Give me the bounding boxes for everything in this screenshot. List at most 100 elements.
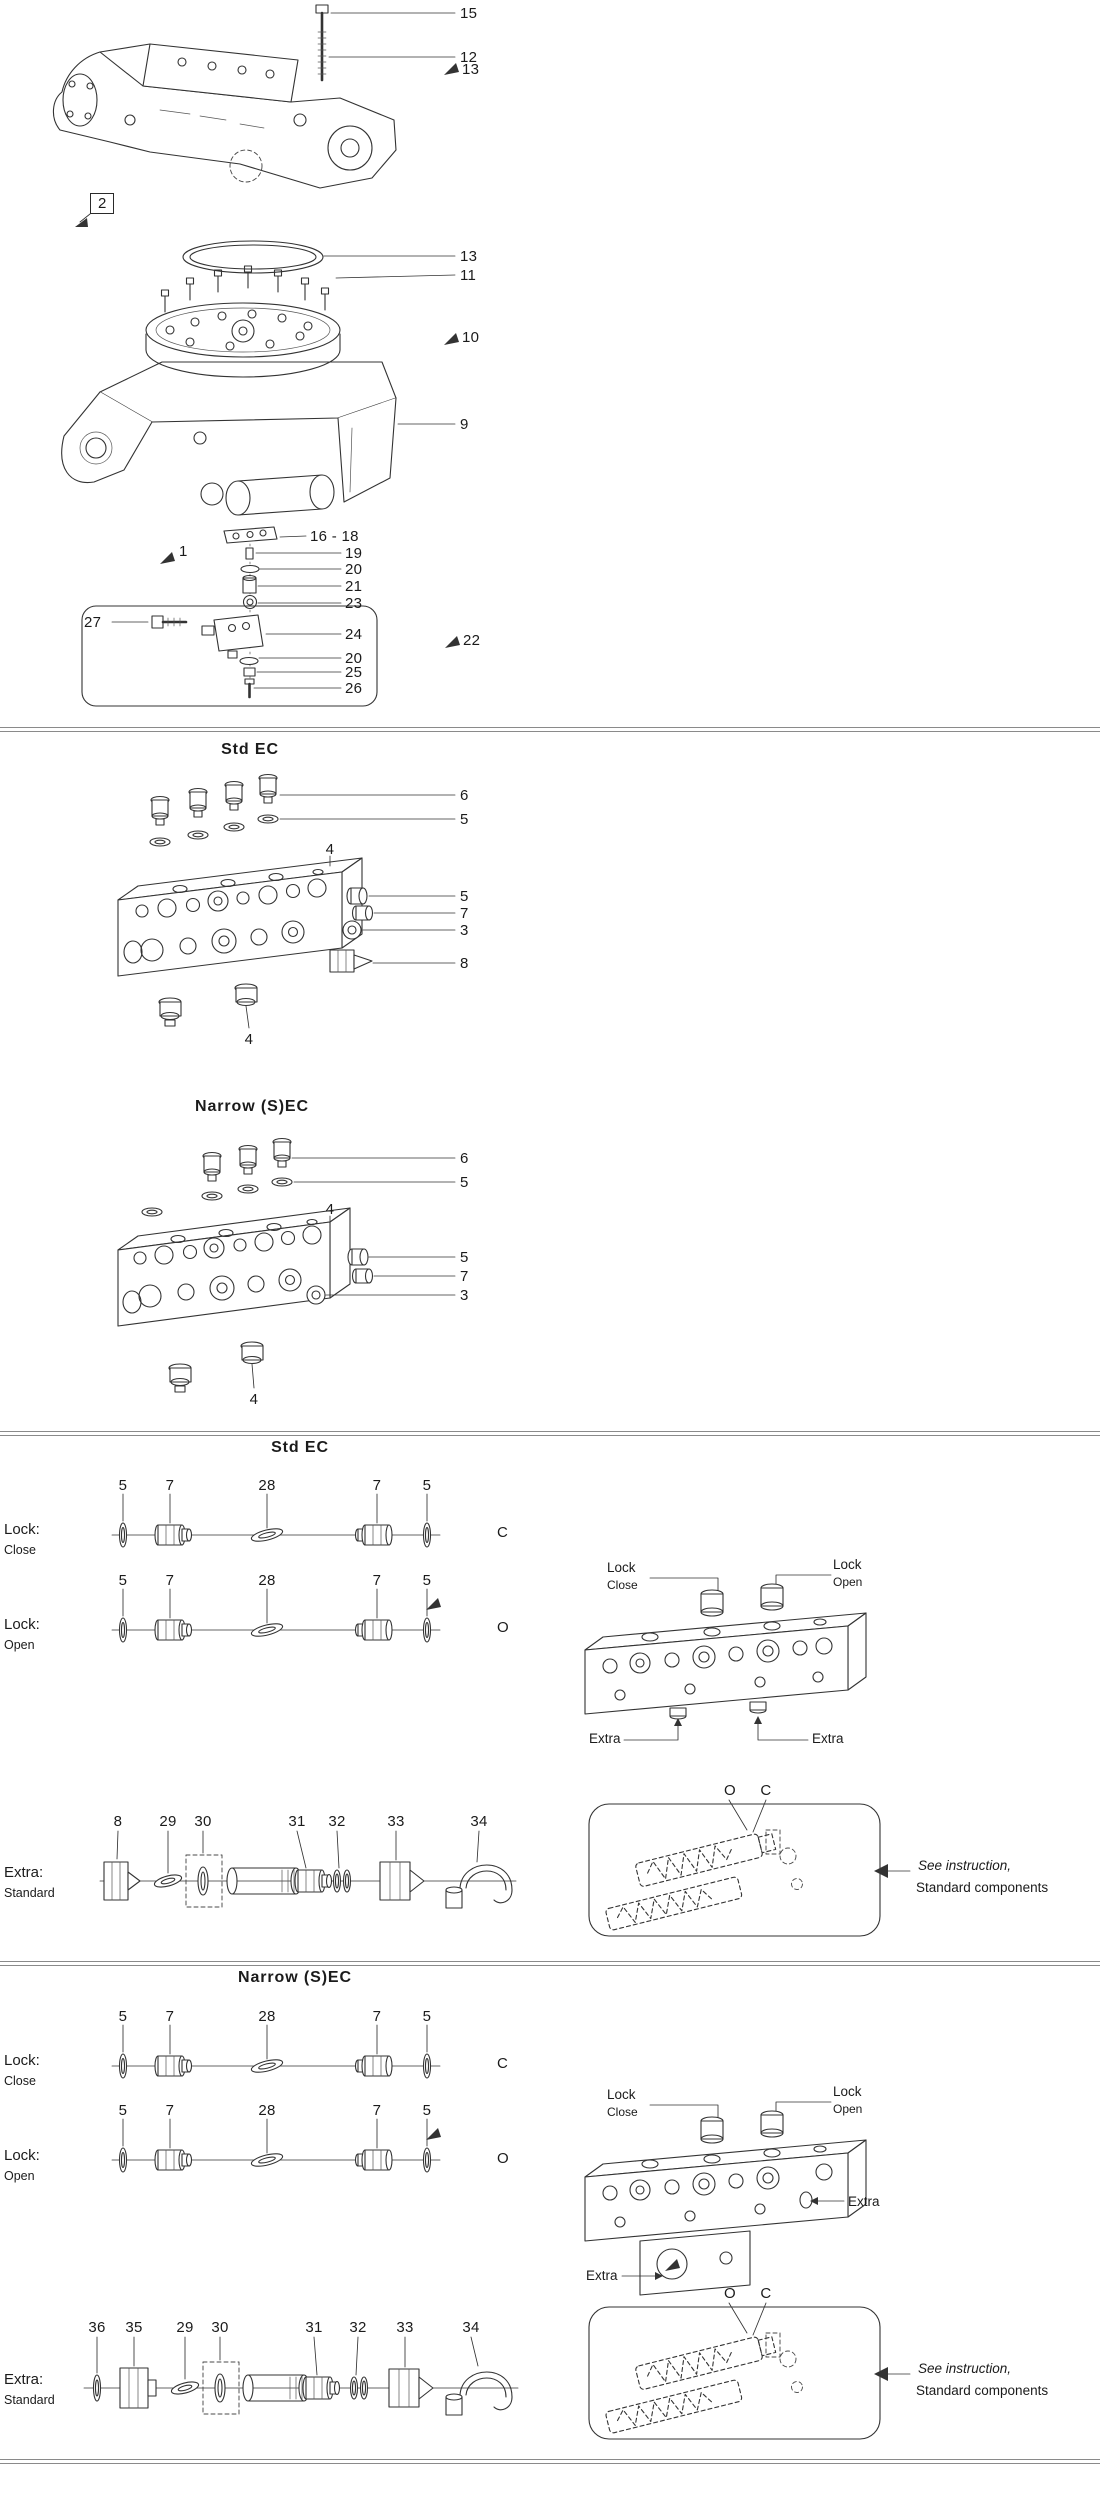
callout-7: 7 (165, 2008, 175, 2025)
side-plugs (306, 1248, 374, 1305)
callout-5: 5 (460, 1174, 469, 1191)
callout-28: 28 (258, 2102, 276, 2119)
lock-close-label: Lock: (4, 2052, 40, 2069)
callout-2-boxed: 2 (90, 193, 115, 214)
extra-sublabel: Standard (4, 1886, 55, 1900)
distributor-plate-drawing (145, 265, 341, 378)
extra-label: Extra: (4, 2371, 44, 2388)
callout-5: 5 (118, 1572, 128, 1589)
callout-20: 20 (345, 561, 363, 578)
callout-8: 8 (113, 1813, 123, 1830)
callout-7: 7 (372, 1572, 382, 1589)
callout-5: 5 (460, 888, 469, 905)
callout-27: 27 (84, 614, 102, 631)
see-instruction-note: See instruction, (918, 2361, 1012, 2376)
diagram-lock-close-label: Lock (607, 2087, 636, 2102)
control-valve-parts-drawing (81, 526, 378, 707)
callout-15: 15 (460, 5, 478, 22)
callout-5: 5 (422, 1477, 432, 1494)
callout-24: 24 (345, 626, 363, 643)
standard-components-note: Standard components (916, 2383, 1049, 2398)
callout-34: 34 (462, 2319, 480, 2336)
callout-29: 29 (176, 2319, 194, 2336)
callout-25: 25 (345, 664, 363, 681)
callout-5: 5 (118, 2008, 128, 2025)
diagram-lock-open-label: Lock (833, 2084, 862, 2099)
diagram-extra-left-label: Extra (589, 1731, 621, 1746)
callout-9: 9 (460, 416, 469, 433)
callout-3: 3 (460, 922, 469, 939)
section-title-narrow-sec-locks: Narrow (S)EC (238, 1969, 352, 1986)
callout-1: 1 (179, 543, 188, 560)
letter-c: C (760, 1782, 772, 1799)
callout-6: 6 (460, 787, 469, 804)
section-title-std-ec-locks: Std EC (271, 1439, 329, 1456)
callout-30: 30 (211, 2319, 229, 2336)
narrow-instruction-box-drawing (588, 2302, 911, 2440)
narrow-ec-valve-block-drawing (117, 1137, 374, 1393)
callout-31: 31 (288, 1813, 306, 1830)
lock-close-sublabel: Close (4, 1543, 36, 1557)
see-instruction-note: See instruction, (918, 1858, 1012, 1873)
callout-26: 26 (345, 680, 363, 697)
std-instruction-box-drawing (588, 1799, 911, 1937)
engine-unit-drawing (52, 43, 397, 227)
lock-open-sublabel: Open (4, 2169, 35, 2183)
callout-28: 28 (258, 1572, 276, 1589)
callout-11: 11 (460, 267, 477, 284)
callout-4: 4 (325, 841, 335, 858)
callout-7: 7 (165, 1572, 175, 1589)
letter-c: C (760, 2285, 772, 2302)
callout-6: 6 (460, 1150, 469, 1167)
lock-close-label: Lock: (4, 1521, 40, 1538)
callout-32: 32 (349, 2319, 367, 2336)
callout-21: 21 (345, 578, 363, 595)
diagram-lock-open-label: Lock (833, 1557, 862, 1572)
lock-open-label: Lock: (4, 2147, 40, 2164)
callout-7: 7 (460, 1268, 469, 1285)
callout-4: 4 (244, 1031, 254, 1048)
diagram-close-label: Close (607, 1578, 638, 1592)
callout-7: 7 (165, 1477, 175, 1494)
letter-o: O (497, 2150, 509, 2167)
narrow-extra-row-drawing (83, 2336, 519, 2416)
side-plugs (329, 887, 374, 973)
callout-4: 4 (325, 1201, 335, 1218)
diagram-lock-close-label: Lock (607, 1560, 636, 1575)
o-ring-gasket-drawing (182, 240, 324, 274)
callout-10: 10 (462, 329, 480, 346)
callout-22: 22 (463, 632, 481, 649)
std-lock-open-row-drawing (111, 1588, 441, 1643)
callout-23: 23 (345, 595, 363, 612)
extra-sublabel: Standard (4, 2393, 55, 2407)
callout-28: 28 (258, 1477, 276, 1494)
letter-c: C (497, 2055, 508, 2072)
section-title-std-ec: Std EC (221, 741, 279, 758)
callout-5: 5 (460, 1249, 469, 1266)
section-divider (0, 727, 1100, 732)
diagram-extra-right-label: Extra (848, 2194, 880, 2209)
section-divider (0, 1431, 1100, 1436)
letter-c: C (497, 1524, 508, 1541)
callout-20: 20 (345, 650, 363, 667)
bottom-plugs (168, 1341, 264, 1393)
diagram-open-label: Open (833, 1575, 863, 1589)
callout-19: 19 (345, 545, 363, 562)
callout-33: 33 (387, 1813, 405, 1830)
narrow-lock-block-diagram (584, 2101, 867, 2296)
letter-o: O (724, 1782, 736, 1799)
head-bolt-drawing (315, 4, 329, 82)
callout-7: 7 (460, 905, 469, 922)
letter-o: O (497, 1619, 509, 1636)
callout-5: 5 (422, 2102, 432, 2119)
callout-36: 36 (88, 2319, 106, 2336)
callout-31: 31 (305, 2319, 323, 2336)
fittings (141, 1137, 293, 1217)
callout-5: 5 (118, 2102, 128, 2119)
callout-5: 5 (422, 2008, 432, 2025)
callout-4: 4 (249, 1391, 259, 1408)
diagram-extra-bottom-label: Extra (586, 2268, 618, 2283)
callout-5: 5 (422, 1572, 432, 1589)
